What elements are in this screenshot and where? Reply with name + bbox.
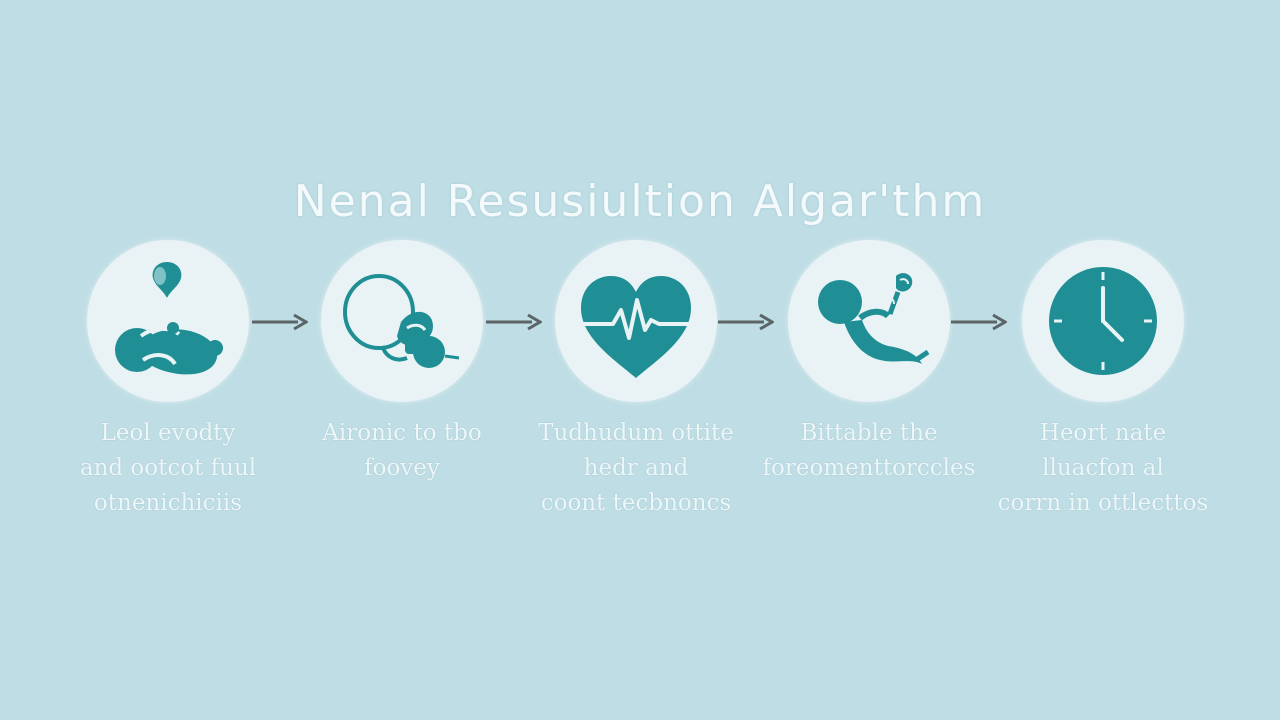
caption-line: Bittable the xyxy=(800,420,938,446)
step-4-circle xyxy=(788,240,950,402)
caption-line: and ootcot fuul xyxy=(79,455,257,481)
caption-line: coont tecbnoncs xyxy=(540,490,732,516)
caption-line: foreomenttorccles xyxy=(762,455,976,481)
arrow-right-icon xyxy=(252,313,308,331)
caption-line: otnenichiciis xyxy=(93,490,243,516)
step-4: Bittable the foreomenttorccles xyxy=(754,240,984,486)
arrow-right-icon xyxy=(486,313,542,331)
clock-icon xyxy=(1049,267,1157,375)
step-2-circle xyxy=(321,240,483,402)
step-5-circle xyxy=(1022,240,1184,402)
step-2-caption: Aironic to tbo foovey xyxy=(287,416,517,486)
airway-mask-icon xyxy=(343,274,460,368)
step-5-caption: Heort nate lluacfon al corrn in ottlectt… xyxy=(988,416,1218,521)
baby-with-drop-icon xyxy=(115,262,223,375)
step-4-caption: Bittable the foreomenttorccles xyxy=(754,416,984,486)
heart-ekg-icon xyxy=(575,276,697,378)
caption-line: Tudhudum ottite xyxy=(538,420,734,446)
arrow-right-icon xyxy=(951,313,1007,331)
step-3-circle xyxy=(555,240,717,402)
step-2: Aironic to tbo foovey xyxy=(287,240,517,486)
caption-line: Leol evodty xyxy=(100,420,236,446)
arrow-right-icon xyxy=(718,313,774,331)
baby-ventilation-icon xyxy=(818,273,930,364)
diagram-title: Nenal Resusiultion Algar'thm xyxy=(293,176,987,227)
step-3-caption: Tudhudum ottite hedr and coont tecbnoncs xyxy=(521,416,751,521)
caption-line: Aironic to tbo xyxy=(322,420,482,446)
caption-line: Heort nate xyxy=(1039,420,1167,446)
step-1: Leol evodty and ootcot fuul otnenichicii… xyxy=(53,240,283,521)
caption-line: hedr and xyxy=(583,455,689,481)
step-1-caption: Leol evodty and ootcot fuul otnenichicii… xyxy=(53,416,283,521)
caption-line: corrn in ottlecttos xyxy=(997,490,1209,516)
step-1-circle xyxy=(87,240,249,402)
caption-line: foovey xyxy=(364,455,440,481)
caption-line: lluacfon al xyxy=(1042,455,1164,481)
step-5: Heort nate lluacfon al corrn in ottlectt… xyxy=(988,240,1218,521)
step-3: Tudhudum ottite hedr and coont tecbnoncs xyxy=(521,240,751,521)
